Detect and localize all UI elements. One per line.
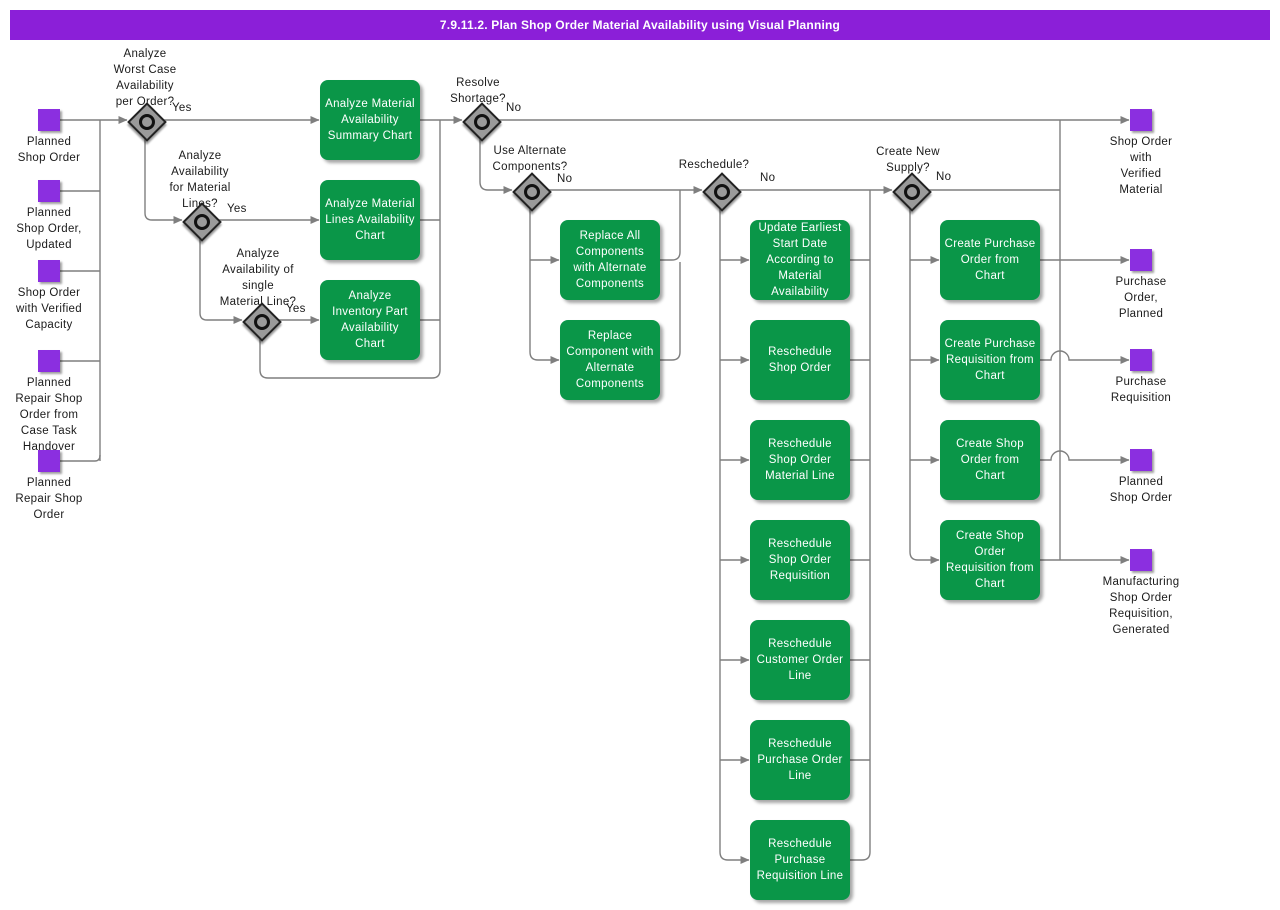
task-analyze-material-availability-summary-chart[interactable]: Analyze Material Availability Summary Ch…: [320, 80, 420, 160]
branch-label-no-reschedule: No: [760, 172, 776, 184]
task-reschedule-purchase-requisition-line[interactable]: Reschedule Purchase Requisition Line: [750, 820, 850, 900]
input-planned-shop-order-updated[interactable]: [38, 180, 60, 202]
decision-label-create-new-supply: Create New Supply?: [876, 146, 940, 174]
input-label-planned-repair-shop-order: Planned Repair Shop Order: [15, 477, 83, 521]
input-planned-repair-shop-order[interactable]: [38, 450, 60, 472]
task-update-earliest-start-date[interactable]: Update Earliest Start Date According to …: [750, 220, 850, 300]
input-shop-order-with-verified-capacity[interactable]: [38, 260, 60, 282]
output-manufacturing-shop-order-requisition-generated[interactable]: [1130, 549, 1152, 571]
gateway-circle-icon: [900, 180, 924, 204]
gateway-circle-icon: [135, 110, 159, 134]
task-reschedule-customer-order-line[interactable]: Reschedule Customer Order Line: [750, 620, 850, 700]
input-label-shop-order-with-verified-capacity: Shop Order with Verified Capacity: [16, 287, 82, 331]
output-purchase-requisition[interactable]: [1130, 349, 1152, 371]
gateway-circle-icon: [470, 110, 494, 134]
task-create-shop-order-from-chart[interactable]: Create Shop Order from Chart: [940, 420, 1040, 500]
task-create-purchase-order-from-chart[interactable]: Create Purchase Order from Chart: [940, 220, 1040, 300]
page-title: 7.9.11.2. Plan Shop Order Material Avail…: [439, 18, 841, 32]
gateway-circle-icon: [520, 180, 544, 204]
decision-label-reschedule: Reschedule?: [678, 159, 750, 171]
output-label-shop-order-with-verified-material: Shop Order with Verified Material: [1109, 136, 1173, 196]
task-analyze-material-lines-availability-chart[interactable]: Analyze Material Lines Availability Char…: [320, 180, 420, 260]
input-label-planned-shop-order: Planned Shop Order: [17, 136, 81, 164]
task-reschedule-purchase-order-line[interactable]: Reschedule Purchase Order Line: [750, 720, 850, 800]
decision-label-analyze-worst-case-availability: Analyze Worst Case Availability per Orde…: [113, 48, 177, 108]
output-shop-order-with-verified-material[interactable]: [1130, 109, 1152, 131]
task-reschedule-shop-order-requisition[interactable]: Reschedule Shop Order Requisition: [750, 520, 850, 600]
output-label-purchase-order-planned: Purchase Order, Planned: [1115, 276, 1167, 320]
task-analyze-inventory-part-availability-chart[interactable]: Analyze Inventory Part Availability Char…: [320, 280, 420, 360]
decision-label-analyze-availability-material-lines: Analyze Availability for Material Lines?: [169, 150, 231, 210]
output-purchase-order-planned[interactable]: [1130, 249, 1152, 271]
task-create-shop-order-requisition-from-chart[interactable]: Create Shop Order Requisition from Chart: [940, 520, 1040, 600]
output-label-manufacturing-shop-order-requisition-generated: Manufacturing Shop Order Requisition, Ge…: [1102, 576, 1180, 636]
task-replace-component-with-alternate-components[interactable]: Replace Component with Alternate Compone…: [560, 320, 660, 400]
gateway-circle-icon: [190, 210, 214, 234]
branch-label-yes-single-material-line: Yes: [286, 303, 306, 315]
title-bar: 7.9.11.2. Plan Shop Order Material Avail…: [10, 10, 1270, 40]
branch-label-yes-material-lines: Yes: [227, 203, 247, 215]
task-reschedule-shop-order-material-line[interactable]: Reschedule Shop Order Material Line: [750, 420, 850, 500]
input-planned-repair-shop-order-from-case-task-handover[interactable]: [38, 350, 60, 372]
input-label-planned-repair-shop-order-from-case-task-handover: Planned Repair Shop Order from Case Task…: [15, 377, 83, 453]
decision-label-analyze-availability-single-material-line: Analyze Availability of single Material …: [219, 248, 297, 308]
gateway-circle-icon: [710, 180, 734, 204]
branch-label-no-use-alternate: No: [557, 173, 573, 185]
branch-label-yes-worst-case: Yes: [172, 102, 192, 114]
input-label-planned-shop-order-updated: Planned Shop Order, Updated: [16, 207, 82, 251]
task-reschedule-shop-order[interactable]: Reschedule Shop Order: [750, 320, 850, 400]
output-label-purchase-requisition: Purchase Requisition: [1110, 376, 1172, 404]
decision-label-use-alternate-components: Use Alternate Components?: [492, 145, 568, 173]
input-planned-shop-order[interactable]: [38, 109, 60, 131]
task-replace-all-components-with-alternate-components[interactable]: Replace All Components with Alternate Co…: [560, 220, 660, 300]
output-label-planned-shop-order: Planned Shop Order: [1109, 476, 1173, 504]
decision-label-resolve-shortage: Resolve Shortage?: [450, 77, 506, 105]
branch-label-no-resolve-shortage: No: [506, 102, 522, 114]
branch-label-no-create-new-supply: No: [936, 171, 952, 183]
gateway-circle-icon: [250, 310, 274, 334]
output-planned-shop-order[interactable]: [1130, 449, 1152, 471]
task-create-purchase-requisition-from-chart[interactable]: Create Purchase Requisition from Chart: [940, 320, 1040, 400]
